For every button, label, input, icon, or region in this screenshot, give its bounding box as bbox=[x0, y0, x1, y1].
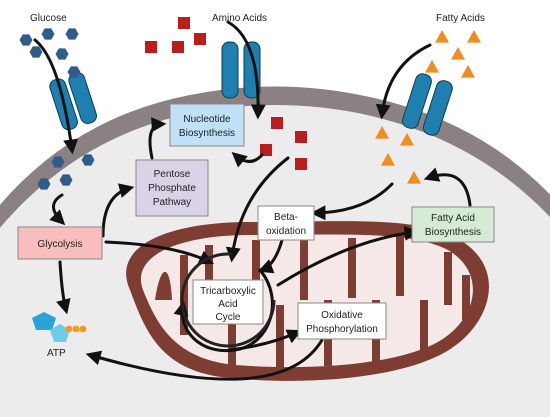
svg-text:Acid: Acid bbox=[218, 299, 237, 310]
svg-text:Biosynthesis: Biosynthesis bbox=[425, 227, 481, 238]
arrow-beta-to-tca bbox=[257, 238, 284, 274]
amino-acid-square bbox=[295, 158, 307, 170]
arrow-glycolysis-to-pentose bbox=[101, 183, 135, 238]
arrow-amino-to-tca bbox=[225, 156, 290, 263]
amino-acid-square bbox=[194, 33, 206, 45]
arrow-glucose-in bbox=[33, 38, 79, 155]
nucleotide-biosynthesis-box: Nucleotide Biosynthesis bbox=[169, 103, 245, 147]
svg-text:Cycle: Cycle bbox=[215, 312, 240, 323]
amino-acid-square bbox=[172, 41, 184, 53]
fatty-acid-triangle bbox=[375, 126, 389, 139]
amino-acids-label: Amino Acids bbox=[212, 13, 267, 24]
svg-text:Phosphorylation: Phosphorylation bbox=[306, 324, 378, 335]
svg-text:Oxidative: Oxidative bbox=[321, 310, 363, 321]
amino-acid-square bbox=[260, 144, 272, 156]
beta-oxidation-box: Beta- oxidation bbox=[257, 205, 315, 241]
glucose-hexagon bbox=[37, 178, 51, 190]
arrow-tca-to-fatty-synth bbox=[276, 225, 420, 287]
glucose-hexagon bbox=[41, 28, 55, 40]
fatty-acid-triangle bbox=[400, 133, 414, 146]
pentose-phosphate-box: Pentose Phosphate Pathway bbox=[135, 159, 209, 217]
amino-acid-square bbox=[295, 131, 307, 143]
svg-text:Glycolysis: Glycolysis bbox=[37, 239, 82, 250]
glucose-hexagon bbox=[67, 66, 81, 78]
oxidative-phosphorylation-box: Oxidative Phosphorylation bbox=[297, 302, 387, 340]
arrow-fatty-synth-to-fatty bbox=[423, 167, 472, 207]
arrow-amino-to-nucleotide bbox=[231, 152, 264, 168]
tca-cycle-box: Tricarboxylic Acid Cycle bbox=[192, 279, 264, 325]
arrow-tca-to-oxphos bbox=[228, 329, 303, 352]
glucose-hexagon bbox=[59, 174, 73, 186]
glucose-hexagon bbox=[29, 46, 43, 58]
svg-text:Pentose: Pentose bbox=[154, 169, 191, 180]
fatty-acid-triangle bbox=[425, 60, 439, 73]
svg-text:Pathway: Pathway bbox=[153, 197, 191, 208]
glucose-label: Glucose bbox=[30, 13, 67, 24]
fatty-acid-triangle bbox=[451, 47, 465, 60]
glucose-hexagon bbox=[55, 48, 69, 60]
glucose-hexagon bbox=[81, 154, 95, 166]
glycolysis-box: Glycolysis bbox=[17, 226, 103, 260]
arrow-oxphos-to-atp bbox=[85, 338, 324, 381]
arrow-fatty-in bbox=[375, 43, 432, 120]
svg-text:oxidation: oxidation bbox=[266, 226, 306, 237]
arrow-glycolysis-to-tca bbox=[104, 240, 215, 265]
arrow-amino-in bbox=[226, 20, 266, 120]
svg-text:Phosphate: Phosphate bbox=[148, 183, 196, 194]
glucose-molecules bbox=[19, 28, 95, 190]
pathway-arrows bbox=[33, 20, 472, 381]
arrow-glycolysis-to-atp bbox=[56, 260, 71, 315]
fatty-acid-triangle bbox=[407, 171, 421, 184]
glucose-transporter bbox=[49, 72, 97, 131]
amino-acid-square bbox=[145, 41, 157, 53]
amino-acid-square bbox=[178, 17, 190, 29]
svg-text:Biosynthesis: Biosynthesis bbox=[179, 128, 235, 139]
fatty-acid-molecules bbox=[375, 30, 481, 184]
fatty-acid-triangle bbox=[461, 65, 475, 78]
fatty-acid-triangle bbox=[435, 30, 449, 43]
fatty-acid-biosynthesis-box: Fatty Acid Biosynthesis bbox=[411, 206, 495, 243]
fatty-acids-label: Fatty Acids bbox=[436, 13, 485, 24]
amino-acid-square bbox=[271, 117, 283, 129]
atp-label: ATP bbox=[47, 348, 66, 359]
arrow-glucose-to-glycolysis bbox=[49, 193, 66, 226]
arrow-fatty-to-beta bbox=[310, 182, 394, 221]
svg-text:Tricarboxylic: Tricarboxylic bbox=[200, 286, 256, 297]
amino-acid-molecules bbox=[145, 17, 307, 170]
arrow-pentose-to-nucleotide bbox=[148, 117, 167, 160]
glucose-hexagon bbox=[19, 34, 33, 46]
fatty-acid-triangle bbox=[467, 30, 481, 43]
fatty-acid-transporter bbox=[402, 73, 453, 136]
glucose-hexagon bbox=[65, 28, 79, 40]
fatty-acid-triangle bbox=[381, 153, 395, 166]
svg-text:Fatty Acid: Fatty Acid bbox=[431, 213, 475, 224]
mitochondrion-matrix bbox=[140, 234, 473, 368]
svg-text:Nucleotide: Nucleotide bbox=[183, 114, 231, 125]
svg-text:Beta-: Beta- bbox=[274, 212, 298, 223]
glucose-hexagon bbox=[51, 156, 65, 168]
atp-icon: ATP bbox=[32, 312, 87, 359]
tca-ring bbox=[180, 252, 276, 348]
